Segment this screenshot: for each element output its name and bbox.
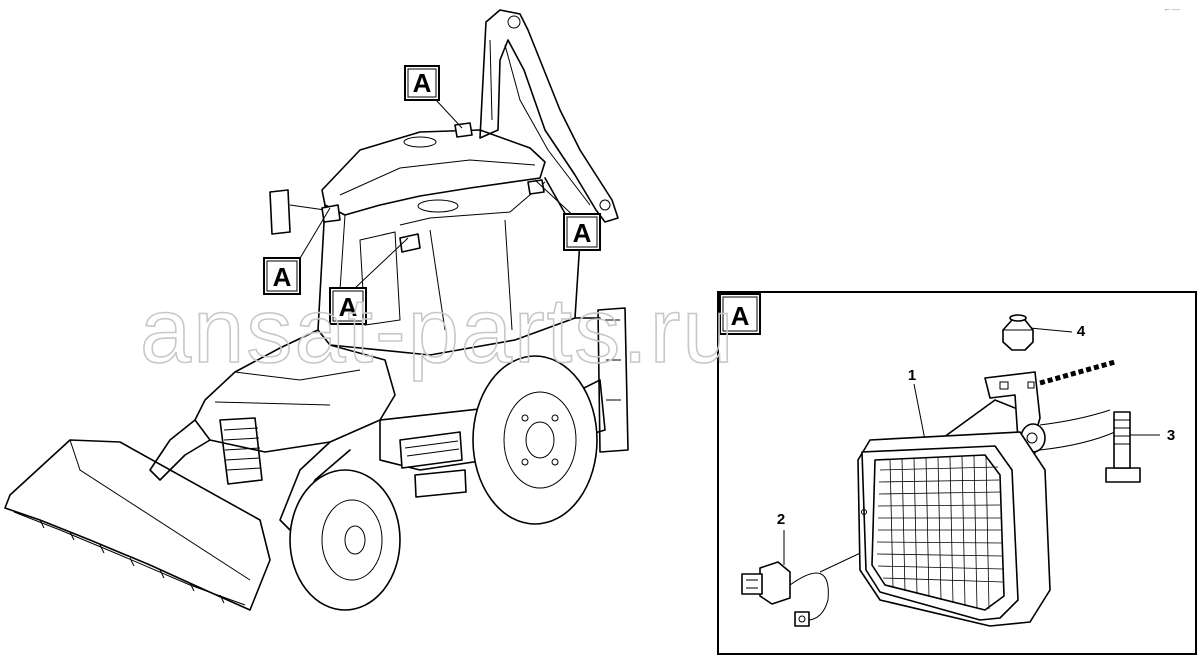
callout-tag-top-label: A — [413, 68, 432, 98]
part-number-2: 2 — [777, 511, 785, 528]
callout-tag-right: A — [563, 213, 601, 251]
lamp-lens-grid — [871, 454, 1005, 611]
hex-nut — [1002, 314, 1034, 351]
callout-tag-left-label: A — [273, 262, 292, 292]
bulb-with-lead — [741, 561, 829, 627]
part-numbers: 1 2 3 4 — [777, 323, 1175, 528]
watermark-text: ansat-parts.ru — [140, 280, 736, 382]
backhoe-loader-illustration — [4, 9, 629, 611]
part-number-4: 4 — [1077, 323, 1086, 340]
callout-tag-top: A — [404, 65, 440, 101]
corner-mark: ⌐ — — [1165, 5, 1180, 14]
callout-tag-center: A — [329, 287, 367, 325]
callout-tag-right-label: A — [573, 218, 592, 248]
bolt — [1105, 411, 1141, 483]
part-number-3: 3 — [1167, 427, 1175, 444]
callout-tag-left: A — [263, 257, 301, 295]
detail-view-box: A — [717, 291, 1197, 655]
part-number-1: 1 — [908, 367, 916, 384]
detail-tag-label: A — [731, 301, 750, 331]
work-lamp-assembly — [857, 359, 1116, 627]
callout-tag-center-label: A — [339, 292, 358, 322]
